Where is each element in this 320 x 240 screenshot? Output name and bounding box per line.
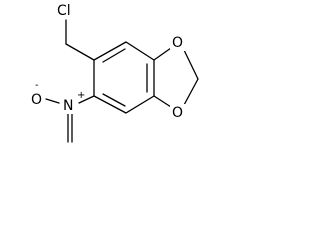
nitro-bond-oxygen [45,98,60,104]
nitro-oxygen-label: O [31,92,42,108]
nitro-nitrogen-label: N [63,98,73,114]
nitro-nitrogen-label-background [61,97,78,114]
nitro-nitrogen-charge: + [77,90,85,101]
ring-double-bond-bottom [102,93,126,107]
dioxole-bond-bottom-c-o [153,95,172,108]
chloromethyl-bond-ring [65,43,95,61]
top-oxygen-label: O [172,35,183,51]
dioxole-bond-top-o-ch2 [183,49,199,80]
ring-bond-top-right [125,41,155,61]
ring-double-bond-top [102,48,126,63]
top-oxygen-label-background [170,34,185,51]
chlorine-label-background [55,2,77,19]
bottom-oxygen-label: O [172,105,183,121]
chlorine-atom-label: Cl [57,3,71,19]
nitro-oxygen-charge: - [35,80,39,91]
nitro-oxygen-label-background [30,91,45,108]
ring-bond-top-left [93,41,127,61]
dioxole-bond-bottom-o-ch2 [183,78,199,106]
molecule-structure: Cl O O N + O - [30,2,199,143]
dioxole-bond-top-c-o [153,47,172,61]
bottom-oxygen-label-background [170,104,185,121]
ring-bond-bottom-right [125,95,155,114]
nitro-bond-ring [78,95,95,104]
ring-bond-bottom-left [93,95,127,114]
